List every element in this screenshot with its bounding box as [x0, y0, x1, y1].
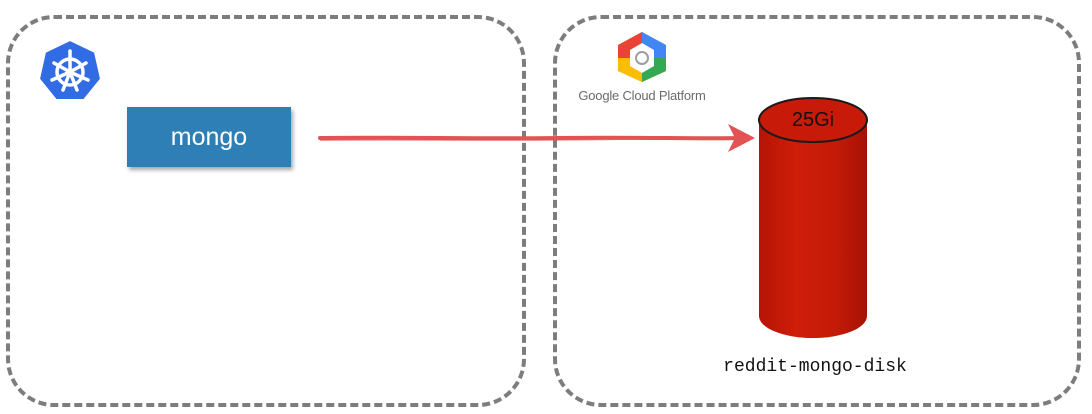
disk-name-label: reddit-mongo-disk	[723, 357, 907, 377]
kubernetes-cluster-zone	[6, 15, 526, 407]
disk-size-label: 25Gi	[791, 109, 835, 131]
kubernetes-icon	[37, 38, 103, 101]
mongo-pod-label: mongo	[170, 122, 248, 151]
persistent-disk-cylinder	[758, 97, 868, 338]
gcp-zone	[553, 15, 1081, 407]
google-cloud-hexagon-icon	[618, 32, 666, 82]
mongo-pod: mongo	[127, 107, 291, 167]
mount-arrow	[318, 124, 755, 152]
gcp-logo: Google Cloud Platform	[572, 30, 712, 110]
gcp-logo-text: Google Cloud Platform	[578, 88, 706, 103]
